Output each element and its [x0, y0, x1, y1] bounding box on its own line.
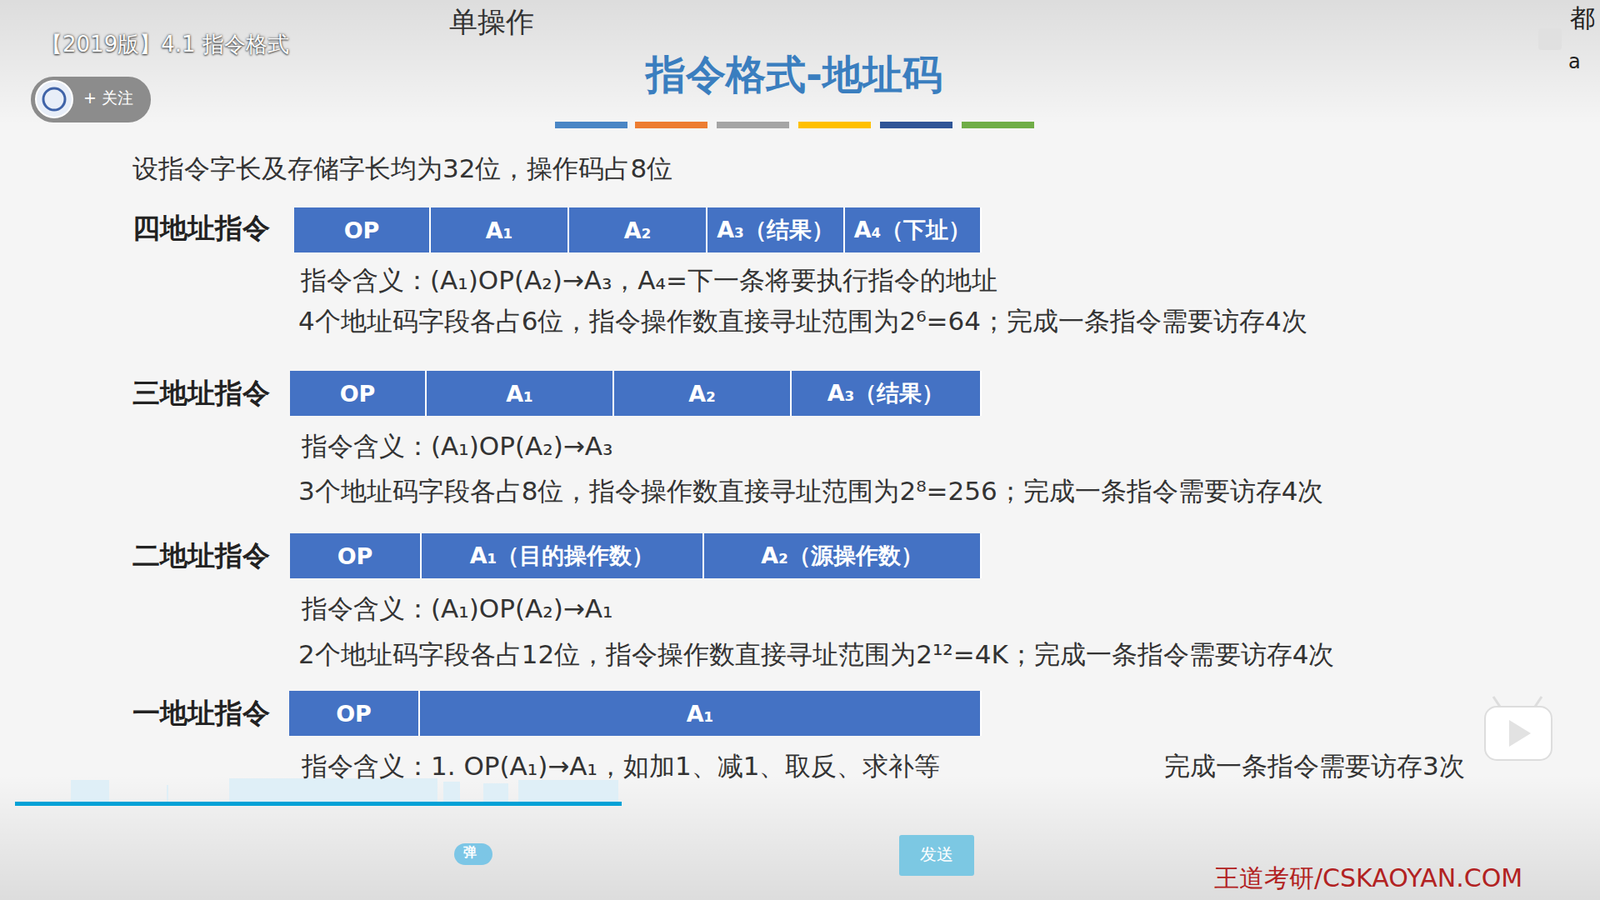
field-box: A₃（结果） — [791, 370, 982, 416]
field-name: A₁ — [505, 380, 534, 407]
field-box: A₂ — [614, 370, 792, 416]
avatar-icon — [35, 80, 73, 118]
detail-text: 4个地址码字段各占6位，指令操作数直接寻址范围为2⁶=64；完成一条指令需要访存… — [298, 305, 1308, 337]
detail-text: 2个地址码字段各占12位，指令操作数直接寻址范围为2¹²=4K；完成一条指令需要… — [298, 639, 1335, 670]
follow-pill — [30, 76, 151, 123]
danmaku-text: a — [1568, 50, 1581, 75]
row-label: 四地址指令 — [132, 211, 270, 245]
detail-text: 完成一条指令需要访存3次 — [1164, 750, 1465, 782]
field-name: OP — [344, 217, 380, 244]
danmaku-text: 都 — [1570, 3, 1595, 34]
field-box: OP — [290, 370, 427, 416]
follow-button: + 关注 — [83, 88, 134, 108]
field-name: A₁（目的操作数） — [470, 540, 655, 571]
row-label: 一地址指令 — [132, 696, 270, 730]
meaning-text: 指令含义：(A₁)OP(A₂)→A₃，A₄=下一条将要执行指令的地址 — [300, 265, 998, 296]
title-color-strip — [555, 121, 1035, 129]
meaning-text: 指令含义：(A₁)OP(A₂)→A₃ — [301, 430, 613, 462]
row-label: 二地址指令 — [132, 539, 270, 573]
row-label: 三地址指令 — [132, 376, 270, 410]
field-name: OP — [337, 543, 374, 570]
field-box: A₂ — [569, 207, 708, 253]
field-box: A₁ — [426, 370, 615, 416]
send-button-text: 发送 — [899, 844, 975, 865]
field-box: A₁ — [430, 207, 570, 253]
field-box: A₁（目的操作数） — [421, 533, 705, 579]
field-name: A₃（结果） — [827, 378, 945, 409]
field-box: A₁ — [420, 690, 982, 736]
field-name: A₂（源操作数） — [760, 540, 924, 571]
field-box: OP — [289, 690, 420, 736]
field-box: A₂（源操作数） — [704, 533, 982, 579]
send-button — [899, 835, 975, 876]
slide-title: 指令格式-地址码 — [645, 48, 943, 102]
progress-waveform — [70, 778, 619, 804]
field-box: A₃（结果） — [707, 207, 845, 253]
meaning-text: 指令含义：1. OP(A₁)→A₁，如加1、减1、取反、求补等 — [301, 750, 940, 782]
play-icon — [1485, 696, 1552, 760]
field-box: A₄（下址） — [845, 207, 982, 253]
field-box: OP — [290, 533, 422, 579]
player-top-shade — [0, 0, 1600, 125]
meaning-text: 指令含义：(A₁)OP(A₂)→A₁ — [301, 593, 613, 625]
detail-text: 3个地址码字段各占8位，指令操作数直接寻址范围为2⁸=256；完成一条指令需要访… — [298, 475, 1324, 507]
progress-bar — [15, 801, 622, 806]
field-name: A₁ — [686, 700, 715, 727]
field-name: A₂ — [624, 217, 652, 244]
watermark: 王道考研/CSKAOYAN.COM — [1214, 863, 1523, 894]
danmaku-toggle-text: 弹 — [463, 844, 477, 860]
field-name: OP — [340, 380, 376, 407]
field-box: OP — [294, 207, 431, 253]
avatar-icon — [43, 88, 65, 110]
field-name: A₄（下址） — [854, 215, 972, 245]
field-name: A₂ — [688, 380, 716, 407]
danmaku-toggle — [454, 843, 493, 865]
help-icon — [1538, 28, 1562, 50]
video-title: 【2019版】4.1 指令格式 — [40, 31, 290, 58]
field-name: A₃（结果） — [716, 215, 835, 245]
premise-text: 设指令字长及存储字长均为32位，操作码占8位 — [132, 153, 673, 185]
field-name: A₁ — [485, 217, 514, 244]
player-bottom-shade — [0, 775, 1600, 900]
field-name: OP — [335, 700, 372, 727]
danmaku-text: 单操作 — [449, 5, 535, 40]
